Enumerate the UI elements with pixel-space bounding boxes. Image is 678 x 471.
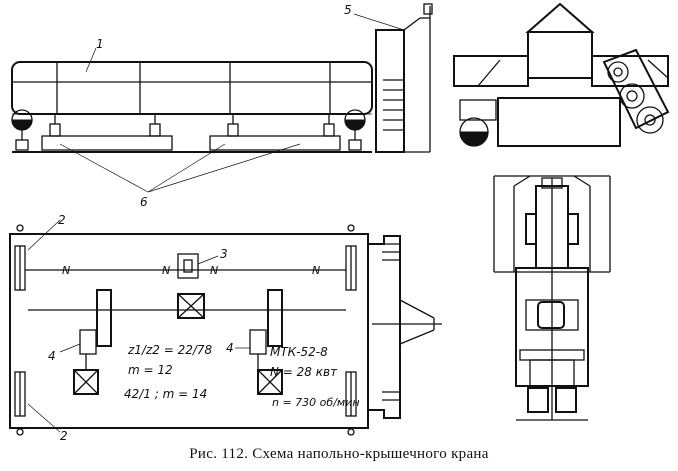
callout-6: 6: [140, 195, 148, 209]
drive-motor-3: [177, 253, 199, 279]
callout-4-left: 4: [48, 349, 56, 363]
trolley-arm: [367, 235, 401, 419]
section-view: [493, 175, 611, 421]
gearbox-main: [177, 293, 205, 319]
shaft-mark-1: N: [62, 264, 70, 277]
end-wheel-top-left: [14, 245, 26, 291]
end-wheel-bottom-left: [14, 371, 26, 417]
hoist-gear-right: [267, 289, 283, 347]
trolley-gear: [602, 48, 670, 134]
callout-1: 1: [96, 37, 104, 51]
shaft-mark-4: N: [312, 264, 320, 277]
hoist-motor-right: [257, 369, 283, 395]
module-label: m = 12: [128, 363, 173, 377]
callout-4-right: 4: [226, 341, 234, 355]
bridge-girder: [11, 61, 373, 115]
gear-ratio-label: z1/z2 = 22/78: [127, 343, 213, 357]
end-view: [453, 2, 670, 147]
worm-ratio-label: 42/1 ; m = 14: [124, 387, 207, 401]
shaft-mark-3: N: [210, 264, 218, 277]
plan-view: N N N N: [9, 213, 442, 443]
callout-2-top: 2: [58, 213, 66, 227]
motor-speed-label: n = 730 об/мин: [272, 396, 360, 409]
shaft-mark-2: N: [162, 264, 170, 277]
wheel-left: [11, 109, 33, 151]
end-wheel-bottom-right: [345, 371, 357, 417]
end-wheel-top-right: [345, 245, 357, 291]
callout-2-bottom: 2: [60, 429, 68, 443]
motor-model-label: МТК-52-8: [270, 345, 328, 359]
callout-5: 5: [344, 3, 352, 17]
side-view: 1 5 6: [11, 3, 433, 209]
hoist-gear-left: [96, 289, 112, 347]
motor-power-label: N = 28 квт: [270, 365, 338, 379]
operator-cabin: [375, 3, 433, 153]
figure-caption: Рис. 112. Схема напольно-крышечного кран…: [189, 446, 489, 462]
callout-3: 3: [220, 247, 228, 261]
support-platforms: [41, 114, 341, 151]
